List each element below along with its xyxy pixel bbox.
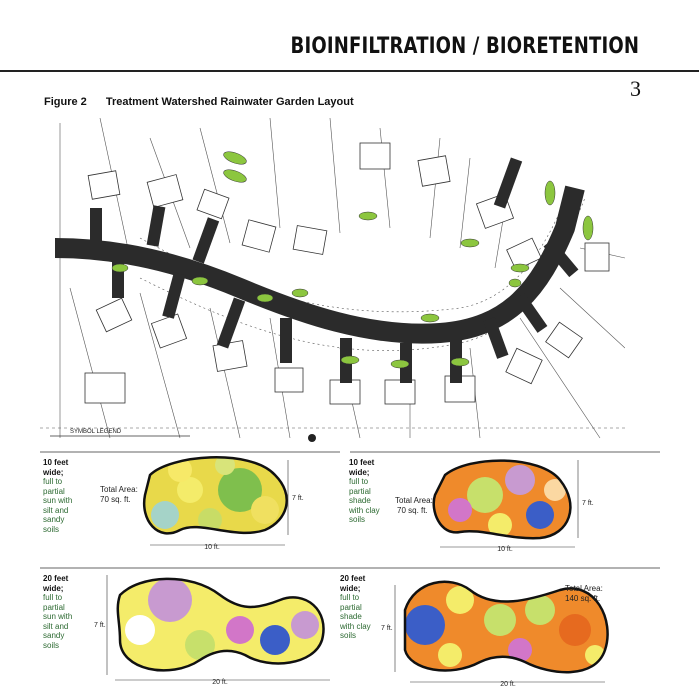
- garden-4-area-value: 140 sq. ft.: [565, 594, 600, 603]
- garden-3-cond: sandy: [43, 631, 65, 640]
- north-arrow-icon: [308, 434, 316, 442]
- garden-1-cond: sandy: [43, 515, 65, 524]
- garden-2-description: 10 feet wide; full to partial shade with…: [349, 458, 380, 525]
- garden-4-cond: shade: [340, 612, 362, 621]
- garden-4-cond: soils: [340, 631, 357, 640]
- garden-2-cond: full to: [349, 477, 369, 486]
- garden-4-height: 7 ft.: [381, 625, 393, 632]
- site-plan-drawing: SYMBOL LEGEND: [40, 117, 626, 442]
- garden-3-diagram: [106, 575, 330, 681]
- page-number: 3: [630, 76, 641, 101]
- header-rule: [0, 70, 699, 72]
- garden-2-width-2: wide;: [349, 467, 370, 477]
- garden-2-cond: with clay: [349, 505, 380, 515]
- garden-2-area-value: 70 sq. ft.: [397, 506, 428, 515]
- garden-3-width-2: wide;: [43, 583, 64, 593]
- garden-1-cond: partial: [43, 486, 65, 496]
- garden-1-height: 7 ft.: [292, 495, 304, 502]
- garden-1-width: 10 feet: [43, 458, 69, 467]
- garden-2-height: 7 ft.: [582, 500, 594, 507]
- garden-2-cond: soils: [349, 515, 366, 524]
- house-footprints: [84, 142, 610, 405]
- garden-4-area-label: Total Area:: [565, 584, 603, 593]
- garden-3-height: 7 ft.: [94, 622, 106, 629]
- figure-number: Figure 2: [44, 96, 87, 108]
- map-legend: SYMBOL LEGEND: [50, 429, 316, 442]
- page-header-title: BIOINFILTRATION / BIORETENTION: [290, 34, 639, 59]
- garden-3-width: 20 feet: [43, 574, 69, 583]
- garden-1-area-label: Total Area:: [100, 485, 138, 494]
- garden-4-length: 20 ft.: [500, 681, 516, 688]
- driveways: [90, 157, 579, 383]
- garden-3-description: 20 feet wide; full to partial sun with s…: [43, 574, 72, 650]
- garden-1-description: 10 feet wide; full to partial sun with s…: [43, 458, 72, 534]
- garden-3-cond: soils: [43, 640, 60, 650]
- site-plan-map: SYMBOL LEGEND: [40, 117, 626, 443]
- garden-2-cond: shade: [349, 496, 371, 505]
- garden-2-width: 10 feet: [349, 458, 375, 467]
- garden-1-diagram: [142, 456, 289, 546]
- garden-diagrams: 10 ft. 7 ft. Total Area: 70 sq. ft. 10 f…: [40, 451, 660, 688]
- garden-4-description: 20 feet wide; full to partial shade with…: [340, 574, 371, 641]
- rain-gardens: [111, 151, 594, 369]
- garden-1-cond: silt and: [43, 505, 69, 515]
- garden-2-diagram: [432, 459, 579, 548]
- garden-1-cond: full to: [43, 477, 63, 486]
- garden-2-cond: partial: [349, 486, 371, 496]
- garden-4-width: 20 feet: [340, 574, 366, 583]
- garden-3-cond: silt and: [43, 621, 69, 631]
- figure-title: Treatment Watershed Rainwater Garden Lay…: [105, 96, 354, 108]
- garden-1-length: 10 ft.: [204, 544, 220, 551]
- garden-1-cond: soils: [43, 524, 60, 534]
- garden-1-width-2: wide;: [43, 467, 64, 477]
- garden-4-cond: with clay: [340, 621, 371, 631]
- garden-2-area-label: Total Area:: [395, 496, 433, 505]
- legend-label: SYMBOL LEGEND: [70, 429, 122, 435]
- garden-3-cond: partial: [43, 602, 65, 612]
- garden-3-cond: full to: [43, 593, 63, 602]
- garden-layouts: 10 feet wide; full to partial sun with s…: [40, 450, 660, 695]
- garden-3-cond: sun with: [43, 612, 73, 621]
- garden-4-cond: full to: [340, 593, 360, 602]
- garden-2-length: 10 ft.: [497, 546, 513, 553]
- figure-caption: Figure 2 Treatment Watershed Rainwater G…: [44, 96, 354, 108]
- garden-4-width-2: wide;: [340, 583, 361, 593]
- garden-1-area-value: 70 sq. ft.: [100, 495, 131, 504]
- garden-4-cond: partial: [340, 602, 362, 612]
- garden-1-cond: sun with: [43, 496, 73, 505]
- garden-3-length: 20 ft.: [212, 679, 228, 686]
